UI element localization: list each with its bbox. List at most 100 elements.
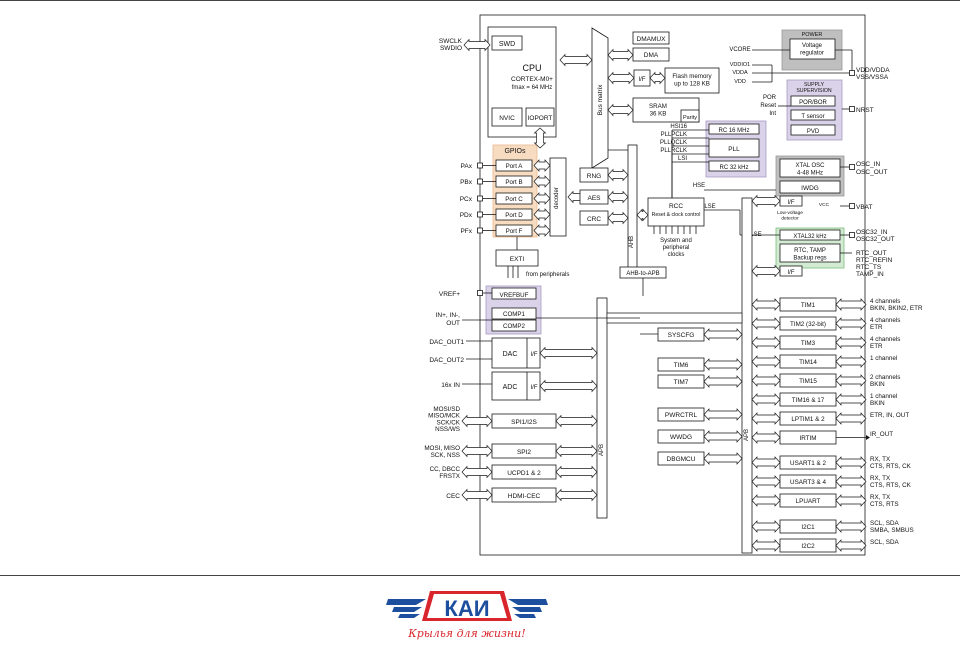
dma-arrow bbox=[607, 48, 634, 62]
periph-label-1: TIM2 (32-bit) bbox=[790, 321, 826, 328]
swdio-label: SWDIO bbox=[440, 45, 462, 52]
periph-signal-7-line-0: IR_OUT bbox=[870, 431, 893, 438]
ahb-label: AHB bbox=[629, 236, 635, 248]
dac-if-label: I/F bbox=[531, 352, 538, 358]
port-label-0: Port A bbox=[506, 163, 524, 170]
xtal-osc-label-line-1: 4-48 MHz bbox=[797, 171, 823, 177]
rng-arrow bbox=[607, 168, 629, 182]
sram-arrow bbox=[607, 103, 634, 117]
dac2-label: DAC_OUT2 bbox=[429, 357, 464, 364]
periph-bus-arrow-5 bbox=[751, 393, 781, 406]
periph-label-10: LPUART bbox=[796, 498, 821, 505]
tamp-in-label: TAMP_IN bbox=[856, 271, 884, 278]
kai-logo-slogan: Крылья для жизни! bbox=[407, 627, 525, 640]
periph-pin-arrow-5 bbox=[835, 393, 867, 406]
periph-bus-arrow-6 bbox=[751, 412, 781, 425]
cpu-freq: fmax = 64 MHz bbox=[512, 85, 553, 91]
periph-signal-12-line-0: SCL, SDA bbox=[870, 539, 899, 546]
sram-label-line-0: SRAM bbox=[649, 103, 667, 110]
periph-pin-arrow-0 bbox=[835, 298, 867, 311]
rcc-sys-label-line-1: peripheral bbox=[663, 245, 690, 251]
porbor-box bbox=[790, 95, 836, 107]
periph-signal-1-line-1: ETR bbox=[870, 324, 883, 331]
vbat-pin-label: VBAT bbox=[856, 204, 873, 211]
periph-pin-arrow-3 bbox=[835, 355, 867, 368]
pll-box bbox=[708, 138, 760, 158]
parity-label: Parity bbox=[683, 115, 697, 121]
tsensor-box bbox=[790, 109, 836, 121]
dac-label: DAC bbox=[503, 351, 518, 358]
wwdg-label: WWDG bbox=[670, 434, 692, 441]
osc32-in-label: OSC32_IN bbox=[856, 229, 888, 236]
comp2-box bbox=[491, 319, 537, 332]
periph-signal-5-line-1: BKIN bbox=[870, 400, 885, 407]
periph-label-8: USART1 & 2 bbox=[790, 460, 826, 467]
hdmicec-label: HDMI-CEC bbox=[508, 493, 541, 500]
por-label: POR bbox=[763, 95, 777, 101]
cpu-bus-arrow bbox=[559, 53, 593, 67]
decoder-box bbox=[549, 157, 567, 237]
tim7-label: TIM7 bbox=[674, 379, 689, 386]
sram-label-line-1: 36 KB bbox=[650, 111, 667, 118]
vbat-pin bbox=[849, 203, 855, 209]
vref-pin bbox=[477, 290, 483, 296]
periph-signal-4-line-1: BKIN bbox=[870, 381, 885, 388]
pvd-label: PVD bbox=[807, 129, 820, 135]
adc-box bbox=[491, 371, 541, 401]
flash-box bbox=[664, 67, 720, 94]
ahb-bus bbox=[627, 144, 638, 272]
periph-pin-arrow-8 bbox=[835, 456, 867, 469]
bottom-rule bbox=[0, 575, 960, 576]
vddio-label: VDDIO1 bbox=[730, 62, 750, 68]
periph-signal-0-line-0: 4 channels bbox=[870, 298, 900, 305]
port-label-4: Port F bbox=[506, 228, 523, 235]
hse-label: HSE bbox=[693, 183, 705, 189]
flash-label-line-1: up to 128 KB bbox=[674, 81, 710, 88]
periph-pin-arrow-11 bbox=[835, 520, 867, 533]
ucpd-bus-arrow bbox=[555, 465, 598, 479]
comp1-box bbox=[491, 307, 537, 320]
if2-label: I/F bbox=[788, 270, 795, 276]
periph-label-0: TIM1 bbox=[801, 302, 816, 309]
port-pin-label-1: PBx bbox=[460, 179, 473, 186]
port-label-2: Port C bbox=[505, 196, 523, 203]
dma-label: DMA bbox=[644, 52, 659, 59]
lse-label: LSE bbox=[704, 204, 715, 210]
crc-arrow bbox=[607, 211, 629, 225]
periph-bus-arrow-12 bbox=[751, 539, 781, 552]
bus-matrix-label: Bus matrix bbox=[597, 84, 604, 115]
rtc-refin-label: RTC_REFIN bbox=[856, 257, 893, 264]
pvd-box bbox=[790, 124, 836, 136]
gpio-title: GPIOs bbox=[504, 148, 526, 155]
periph-signal-5-line-0: 1 channel bbox=[870, 393, 897, 400]
periph-bus-arrow-2 bbox=[751, 336, 781, 349]
vrefbuf-box bbox=[491, 287, 537, 300]
hsi16-label: HSI16 bbox=[670, 124, 687, 130]
periph-bus-arrow-8 bbox=[751, 456, 781, 469]
out-label: OUT bbox=[446, 320, 460, 327]
periph-label-5: TIM16 & 17 bbox=[792, 397, 825, 404]
ahb-to-apb-label: AHB-to-APB bbox=[626, 271, 659, 277]
aes-label: AES bbox=[587, 195, 601, 202]
ucpd-label: UCPD1 & 2 bbox=[507, 470, 541, 477]
spi1-label: SPI1/I2S bbox=[511, 419, 537, 426]
adc-if-label: I/F bbox=[531, 385, 538, 391]
periph-label-2: TIM3 bbox=[801, 340, 816, 347]
spi1-signal-label-line-1: MISO/MCK bbox=[428, 413, 461, 420]
tim6-arrow bbox=[703, 358, 743, 371]
periph-label-3: TIM14 bbox=[799, 359, 817, 366]
periph-bus-arrow-0 bbox=[751, 298, 781, 311]
dac-arrow bbox=[539, 346, 598, 360]
rcc-sys-label-line-2: clocks bbox=[668, 252, 685, 258]
periph-signal-11-line-1: SMBA, SMBUS bbox=[870, 527, 914, 534]
port-pin-0 bbox=[477, 162, 483, 169]
xtal32-label: XTAL32 kHz bbox=[793, 234, 826, 240]
wwdg-arrow bbox=[703, 430, 743, 443]
cec-bus-arrow bbox=[555, 488, 598, 502]
periph-signal-3-line-0: 1 channel bbox=[870, 355, 897, 362]
periph-out-head-7 bbox=[866, 435, 870, 440]
periph-pin-arrow-6 bbox=[835, 412, 867, 425]
int-label: Int bbox=[769, 111, 776, 117]
